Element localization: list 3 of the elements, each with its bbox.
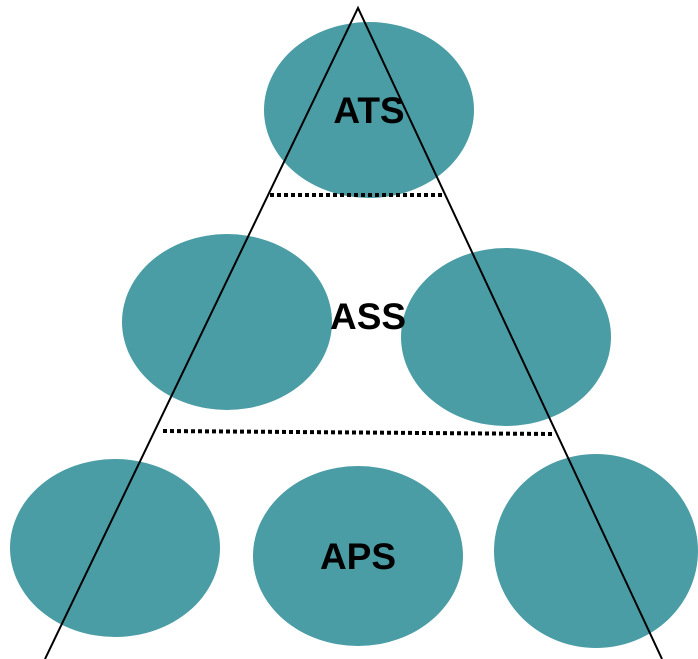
level-label: APS: [320, 538, 396, 574]
level-label: ATS: [333, 92, 405, 128]
level-label: ASS: [330, 298, 406, 335]
